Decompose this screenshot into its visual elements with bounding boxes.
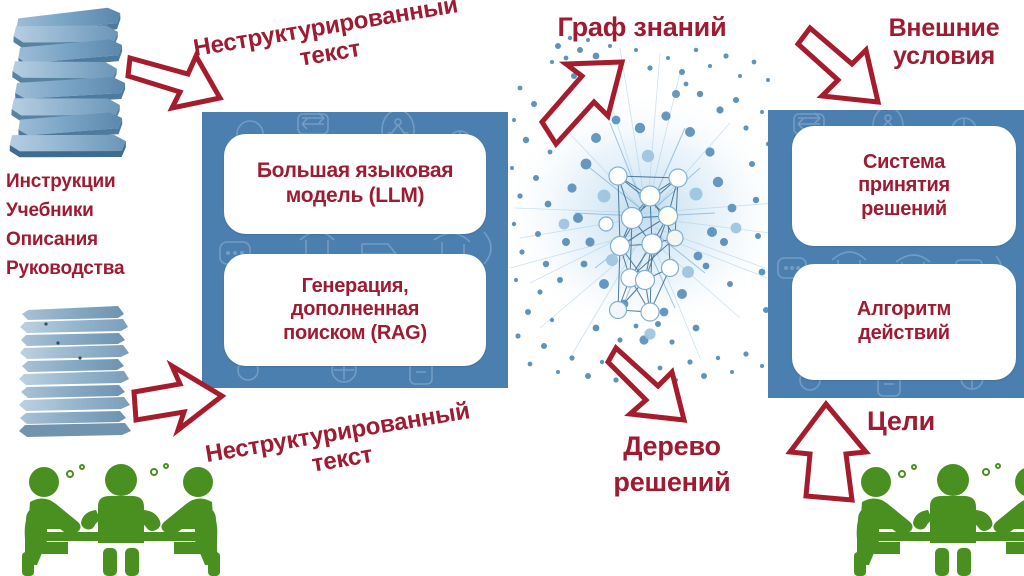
stack-of-papers-image — [6, 298, 142, 446]
arrow-llm-to-graph — [538, 58, 632, 149]
stack-of-books-image — [4, 0, 136, 166]
caption-knowledge-graph: Граф знаний — [557, 12, 727, 42]
knowledge-graph-visualization — [500, 28, 790, 418]
source-item-descriptions: Описания — [6, 228, 98, 250]
llm-processing-panel: Большая языковая модель (LLM) Генерация,… — [202, 112, 508, 388]
arrow-external-conditions-to-decision-system — [792, 16, 892, 114]
caption-decision-tree: Дерево решений — [613, 431, 731, 498]
caption-unstructured-text-top: Неструктурированный текст — [191, 0, 460, 72]
arrow-books-to-llm — [124, 42, 228, 126]
caption-external-conditions: Внешние условия — [888, 14, 1000, 70]
action-algorithm-card: Алгоритм действий — [792, 264, 1016, 380]
decision-system-card-text: Система принятия решений — [858, 150, 950, 220]
decision-system-card: Система принятия решений — [792, 126, 1016, 246]
people-meeting-icon-right — [840, 458, 1024, 576]
source-item-textbooks: Учебники — [6, 199, 94, 221]
caption-goals: Цели — [866, 406, 936, 436]
source-item-instructions: Инструкции — [6, 171, 116, 192]
rag-card: Генерация, дополненная поиском (RAG) — [224, 254, 486, 366]
people-meeting-icon-left — [8, 458, 238, 576]
arrow-goals-to-action-algorithm — [782, 398, 871, 504]
rag-card-text: Генерация, дополненная поиском (RAG) — [283, 274, 427, 344]
action-algorithm-card-text: Алгоритм действий — [856, 298, 952, 344]
arrow-papers-to-llm — [128, 358, 230, 442]
caption-unstructured-text-bottom: Неструктурированный текст — [203, 397, 472, 478]
llm-card: Большая языковая модель (LLM) — [224, 134, 486, 234]
llm-card-text: Большая языковая модель (LLM) — [256, 159, 454, 207]
source-types-list: Инструкции Учебники Описания Руководства — [6, 168, 191, 284]
decision-panel: Система принятия решений Алгоритм действ… — [768, 110, 1024, 398]
arrow-graph-to-decision-tree — [604, 332, 702, 424]
source-item-manuals: Руководства — [6, 257, 125, 279]
